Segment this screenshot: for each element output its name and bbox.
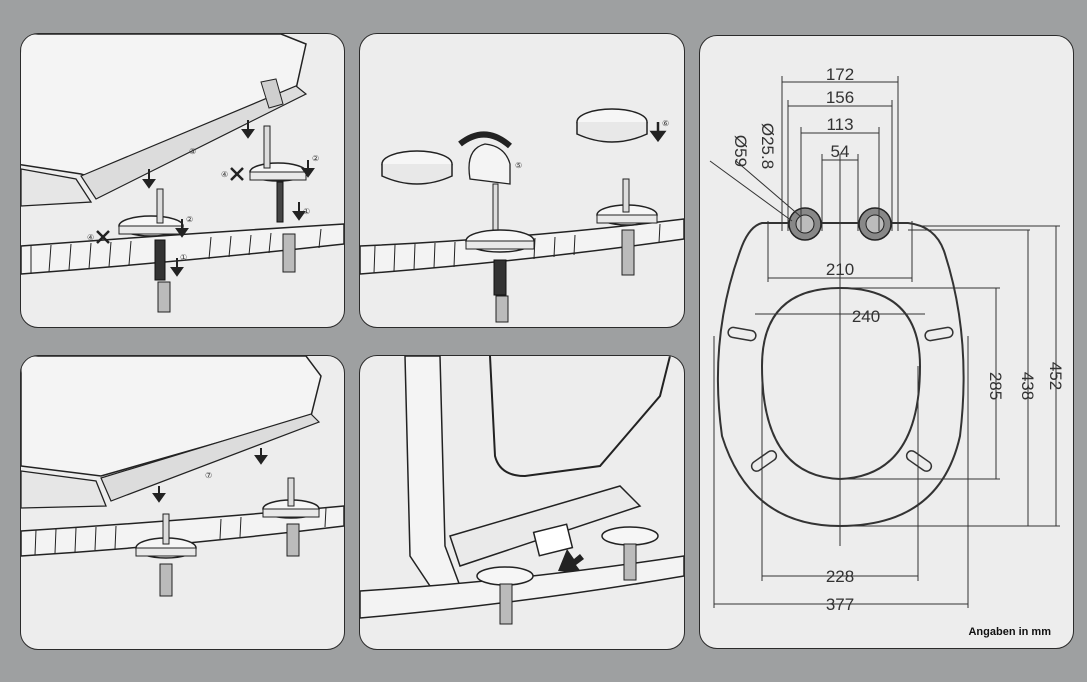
bumper-slots	[727, 326, 954, 472]
hinge-holes	[788, 207, 892, 241]
bowl-rim	[360, 555, 684, 619]
dim-240: 240	[852, 307, 880, 326]
dim-228: 228	[826, 567, 854, 586]
quick-release-illustration	[360, 356, 684, 625]
tighten-illustration: ⑤ ⑥	[360, 108, 684, 323]
bolt-left	[156, 188, 164, 224]
step-label-3: ③	[189, 147, 196, 156]
units-caption: Angaben in mm	[968, 626, 1051, 638]
release-button	[532, 523, 574, 557]
dim-377: 377	[826, 595, 854, 614]
dim-113: 113	[826, 115, 853, 134]
dim-172: 172	[826, 65, 854, 84]
dim-285: 285	[986, 372, 1005, 400]
rotate-arrow-icon	[458, 131, 512, 149]
step-label-5: ⑤	[515, 161, 522, 170]
panel-step-4-quick-release	[359, 355, 685, 650]
panel-step-2-tighten-and-cover: ⑤ ⑥	[359, 33, 685, 328]
step-label-4a: ④	[87, 233, 94, 242]
dim-452: 452	[1046, 362, 1065, 390]
x-mark-icons	[96, 167, 244, 244]
step-label-7: ⑦	[205, 471, 212, 480]
hand	[468, 143, 511, 185]
step-label-2b: ②	[312, 154, 319, 163]
dim-156: 156	[826, 88, 854, 107]
bowl-rim	[21, 223, 344, 275]
step-label-4b: ④	[221, 170, 228, 179]
step-label-1b: ①	[303, 207, 310, 216]
dim-diameter-59: Ø59	[731, 135, 750, 167]
panel-dimensions: 172 156 113 54 Ø25.8 Ø59 210 240 285 438…	[699, 35, 1074, 649]
screwdriver	[492, 183, 499, 235]
hinge-bar	[449, 485, 642, 567]
down-arrows	[142, 120, 315, 277]
step-label-2a: ②	[186, 215, 193, 224]
panel-step-1-install-bolts: ④ ④ ② ② ① ① ③	[20, 33, 345, 328]
anchor-left	[154, 239, 166, 281]
seat-opening	[760, 286, 922, 481]
bowl-rim	[21, 505, 344, 557]
dimension-lines	[709, 76, 1060, 608]
dim-54: 54	[831, 142, 850, 161]
dim-diameter-25-8: Ø25.8	[758, 123, 777, 169]
step-label-6: ⑥	[662, 119, 669, 128]
place-seat-illustration: ⑦	[21, 356, 344, 597]
panel-step-3-place-seat: ⑦	[20, 355, 345, 650]
step-label-1a: ①	[180, 253, 187, 262]
seat-lid	[21, 356, 322, 477]
push-arrow-icon	[558, 549, 584, 573]
dim-210: 210	[826, 260, 854, 279]
seat-dimension-drawing: 172 156 113 54 Ø25.8 Ø59 210 240 285 438…	[709, 65, 1065, 614]
dim-438: 438	[1018, 372, 1037, 400]
seat-lid-side	[404, 356, 462, 587]
lid-outline	[489, 356, 671, 478]
bolt-right	[263, 125, 271, 169]
install-bolts-illustration: ④ ④ ② ② ① ① ③	[21, 34, 344, 313]
anchor-right	[282, 233, 296, 273]
